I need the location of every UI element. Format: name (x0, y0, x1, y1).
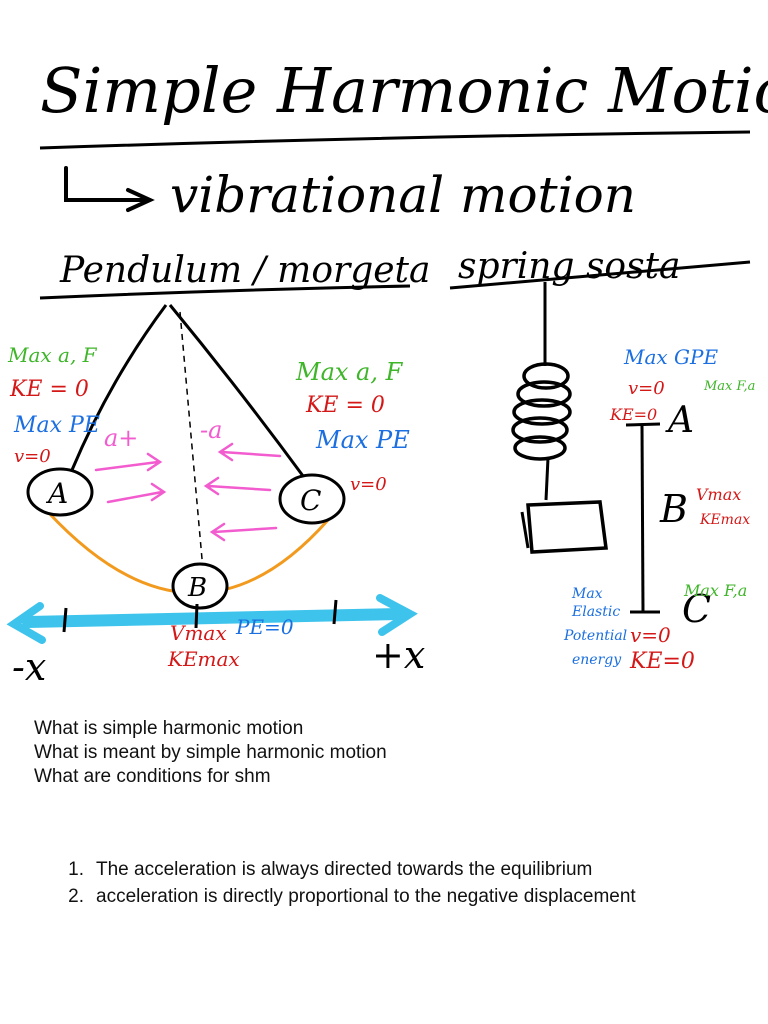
pendulum-label-b: B (187, 573, 207, 603)
question-1: What is simple harmonic motion (34, 718, 304, 739)
heading-spring: spring sosta (458, 246, 680, 287)
spring-elastic-1: Max (571, 586, 603, 602)
board-title: Simple Harmonic Motion (40, 54, 768, 127)
spring-elastic-3: Potential (563, 628, 627, 644)
axis-neg-label: -x (12, 645, 46, 689)
pendulum-right-note-1: Max a, F (295, 358, 404, 386)
spring-top-v: v=0 (628, 378, 665, 399)
pendulum-left-note-3: Max PE (13, 413, 100, 438)
axis-arrowhead-left-icon (6, 602, 46, 644)
pendulum-label-a: A (45, 477, 68, 510)
pendulum-left-note-1: Max a, F (7, 343, 98, 367)
heading-pendulum: Pendulum / morgeta (59, 250, 430, 291)
list-item: 2. acceleration is directly proportional… (34, 885, 734, 909)
pendulum-diagram: A C B -x +x a+ -a Max a, F KE = 0 Max PE… (6, 304, 425, 689)
spring-label-a: A (665, 400, 694, 441)
spring-mid-vmax: Vmax (696, 485, 741, 504)
pendulum-right-note-3: Max PE (315, 426, 410, 454)
spring-mass-left-edge (520, 511, 530, 549)
spring-top-force: Max F,a (703, 379, 755, 394)
accel-arrows-right (94, 452, 167, 504)
list-item: 1. The acceleration is always directed t… (34, 858, 734, 882)
axis-tick-right (332, 599, 338, 625)
pendulum-string-right (168, 304, 308, 481)
spring-elastic-4: energy (572, 652, 622, 668)
axis-tick-left (62, 607, 68, 633)
accel-left-label: a+ (104, 424, 138, 452)
spring-top-ke: KE=0 (609, 405, 657, 424)
handwritten-whiteboard: Simple Harmonic Motion vibrational motio… (6, 54, 768, 689)
board-subtitle: vibrational motion (170, 166, 636, 224)
spring-elastic-2: Elastic (571, 604, 620, 620)
spring-bottom-force: Max F,a (683, 581, 747, 600)
pendulum-bottom-vmax: Vmax (170, 621, 227, 645)
pendulum-bottom-pe: PE=0 (235, 615, 294, 639)
conditions-list: 1. The acceleration is always directed t… (34, 858, 734, 912)
pendulum-bottom-kemax: KEmax (167, 647, 240, 671)
spring-top-gpe: Max GPE (623, 345, 718, 369)
list-item-number: 1. (68, 859, 84, 880)
spring-scale-line (640, 424, 645, 613)
list-item-text: The acceleration is always directed towa… (96, 859, 593, 880)
spring-bottom-v: v=0 (630, 623, 671, 647)
spring-mass (526, 500, 608, 554)
title-underline (39, 130, 751, 150)
accel-right-label: -a (200, 416, 222, 444)
list-item-number: 2. (68, 886, 84, 907)
spring-diagram: A B C Max GPE v=0 KE=0 Max F,a Vmax KEma… (511, 282, 755, 674)
spring-label-c: C (682, 587, 711, 631)
pendulum-bob-b (171, 562, 229, 610)
axis-tick-center (194, 603, 199, 629)
axis-pos-label: +x (372, 633, 425, 677)
accel-arrows-left (203, 442, 282, 542)
spring-bottom-ke: KE=0 (629, 649, 695, 674)
questions-block: What is simple harmonic motion What is m… (34, 717, 734, 789)
pendulum-right-v: v=0 (350, 474, 387, 495)
question-2: What is meant by simple harmonic motion (34, 742, 387, 763)
pendulum-right-note-2: KE = 0 (305, 393, 385, 418)
pendulum-bob-a (26, 467, 94, 517)
pendulum-string-left (70, 304, 168, 471)
spring-coils (511, 362, 572, 461)
heading-left-underline (39, 284, 411, 300)
pendulum-left-note-2: KE = 0 (9, 377, 89, 402)
displacement-axis (22, 608, 406, 628)
spring-scale-top-tick (625, 422, 661, 427)
spring-mid-kemax: KEmax (699, 512, 750, 528)
pendulum-bob-c (278, 473, 346, 525)
axis-arrowhead-right-icon (376, 594, 418, 636)
list-item-text: acceleration is directly proportional to… (96, 886, 636, 907)
subtitle-arrow-icon (64, 166, 155, 212)
pendulum-left-note-4: v=0 (14, 446, 51, 467)
question-3: What are conditions for shm (34, 766, 271, 787)
pendulum-label-c: C (300, 484, 321, 517)
heading-right-underline (449, 260, 751, 290)
spring-label-b: B (659, 487, 688, 531)
spring-rod (544, 457, 550, 501)
